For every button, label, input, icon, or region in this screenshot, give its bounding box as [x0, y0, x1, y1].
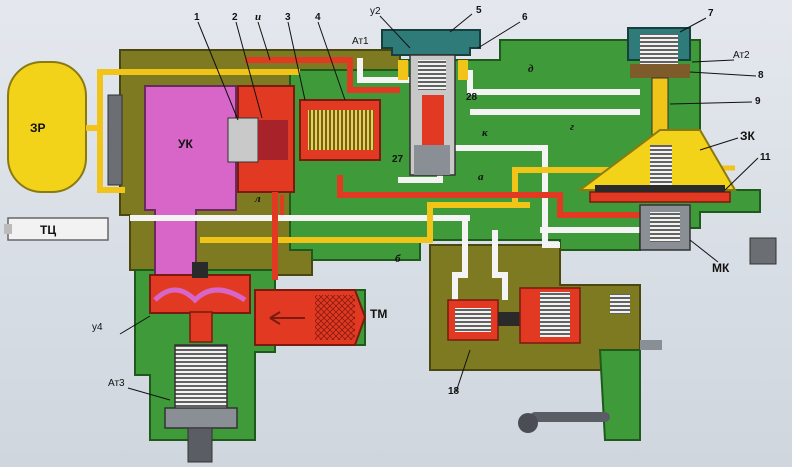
- pipe-yellow-b: [200, 202, 530, 243]
- label-a: а: [478, 171, 484, 183]
- valve-11-diaphragm: [589, 191, 731, 203]
- label-28: 28: [466, 92, 478, 103]
- label-l: л: [254, 193, 261, 205]
- label-tc: ТЦ: [40, 223, 56, 237]
- label-27: 27: [392, 154, 404, 165]
- label-4: 4: [315, 12, 321, 23]
- pipe-red-i: [245, 57, 400, 93]
- label-3: 3: [285, 12, 291, 23]
- label-at2: Ат2: [733, 50, 750, 61]
- label-g: г: [570, 121, 574, 133]
- label-9: 9: [755, 96, 761, 107]
- mk-bolt: [749, 237, 777, 265]
- label-zk: ЗК: [740, 129, 756, 143]
- label-tm: ТМ: [370, 307, 387, 321]
- label-5: 5: [476, 5, 482, 16]
- label-18: 18: [448, 386, 460, 397]
- label-k: к: [482, 127, 488, 139]
- label-11: 11: [760, 152, 771, 163]
- label-2: 2: [232, 12, 238, 23]
- label-b: б: [395, 253, 401, 265]
- valve-5-cap: [381, 29, 481, 56]
- label-u2: у2: [370, 6, 381, 17]
- label-at1: Ат1: [352, 36, 369, 47]
- handle-bracket: [598, 349, 641, 441]
- label-8: 8: [758, 70, 764, 81]
- pipe-yellow-lower: [97, 130, 125, 193]
- u4-stem: [189, 311, 213, 343]
- label-7: 7: [708, 8, 714, 19]
- leader-lines: [119, 13, 759, 401]
- label-d: д: [528, 63, 534, 75]
- label-u4: у4: [92, 322, 103, 333]
- handle-lever: [530, 412, 610, 422]
- brake-cylinder-tc: [7, 217, 109, 241]
- pipe-white-d: [467, 70, 640, 95]
- label-mk: МК: [712, 261, 730, 275]
- label-uk: УК: [178, 137, 193, 151]
- label-zr: ЗР: [30, 121, 46, 135]
- flange-left: [107, 94, 123, 186]
- pipe-white-down: [452, 218, 468, 300]
- label-6: 6: [522, 12, 528, 23]
- pipe-white-down2: [492, 230, 508, 300]
- handle-knob: [518, 413, 538, 433]
- u4-spring: [174, 344, 228, 411]
- label-at3: Ат3: [108, 378, 125, 389]
- label-i: и: [255, 11, 261, 23]
- pipe-red-a: [337, 175, 640, 218]
- main-reservoir: [7, 61, 87, 193]
- valve-8: [630, 64, 690, 78]
- pipe-white-upper: [357, 58, 410, 83]
- label-1: 1: [194, 12, 200, 23]
